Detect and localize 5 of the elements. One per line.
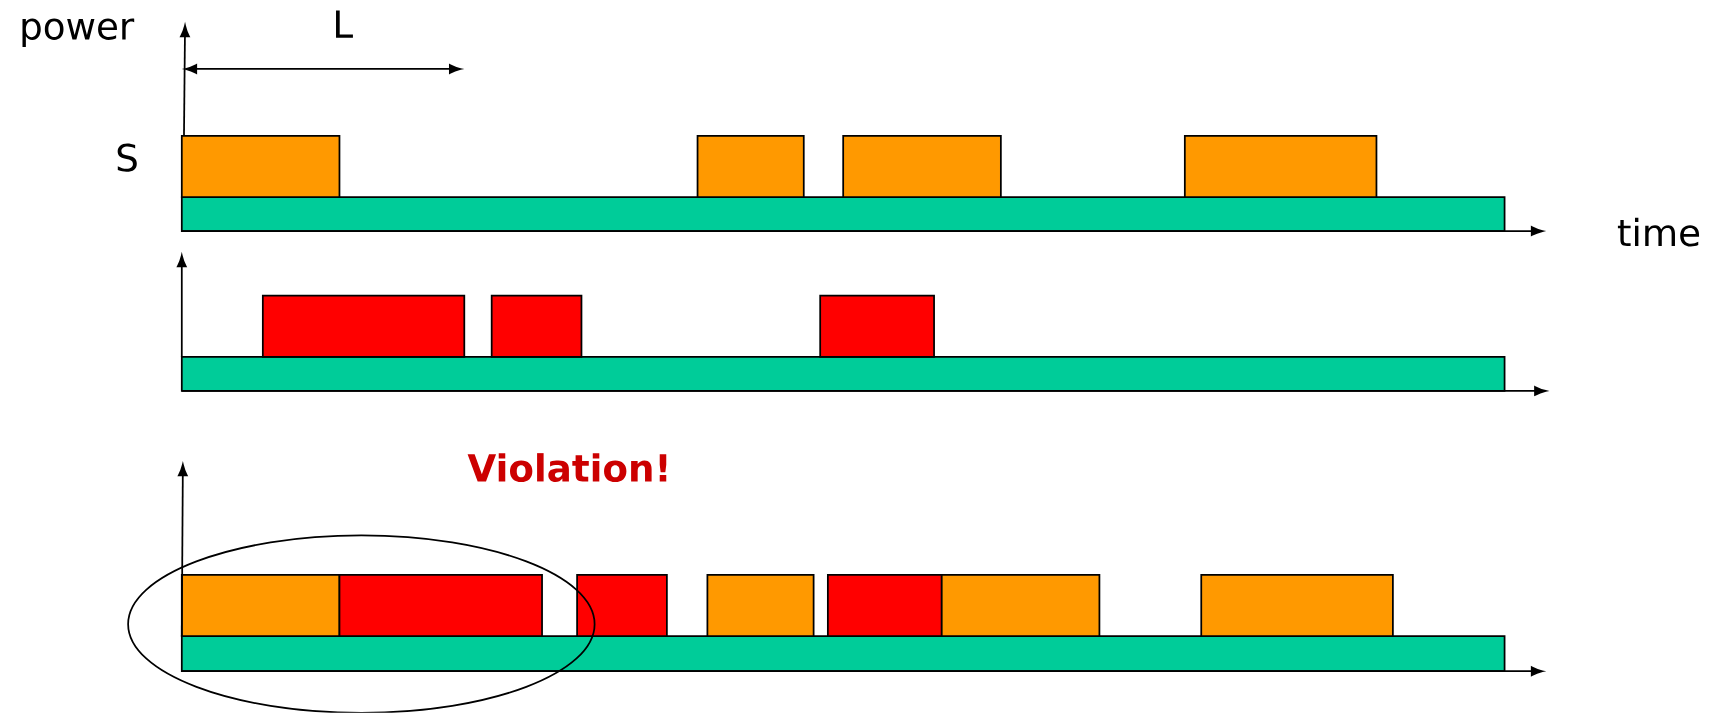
violation-label: Violation! bbox=[467, 453, 667, 483]
length-label: L bbox=[336, 10, 353, 38]
level-label: S bbox=[117, 143, 137, 172]
axis-label: time bbox=[1617, 217, 1700, 247]
axis-label: power bbox=[22, 18, 135, 48]
